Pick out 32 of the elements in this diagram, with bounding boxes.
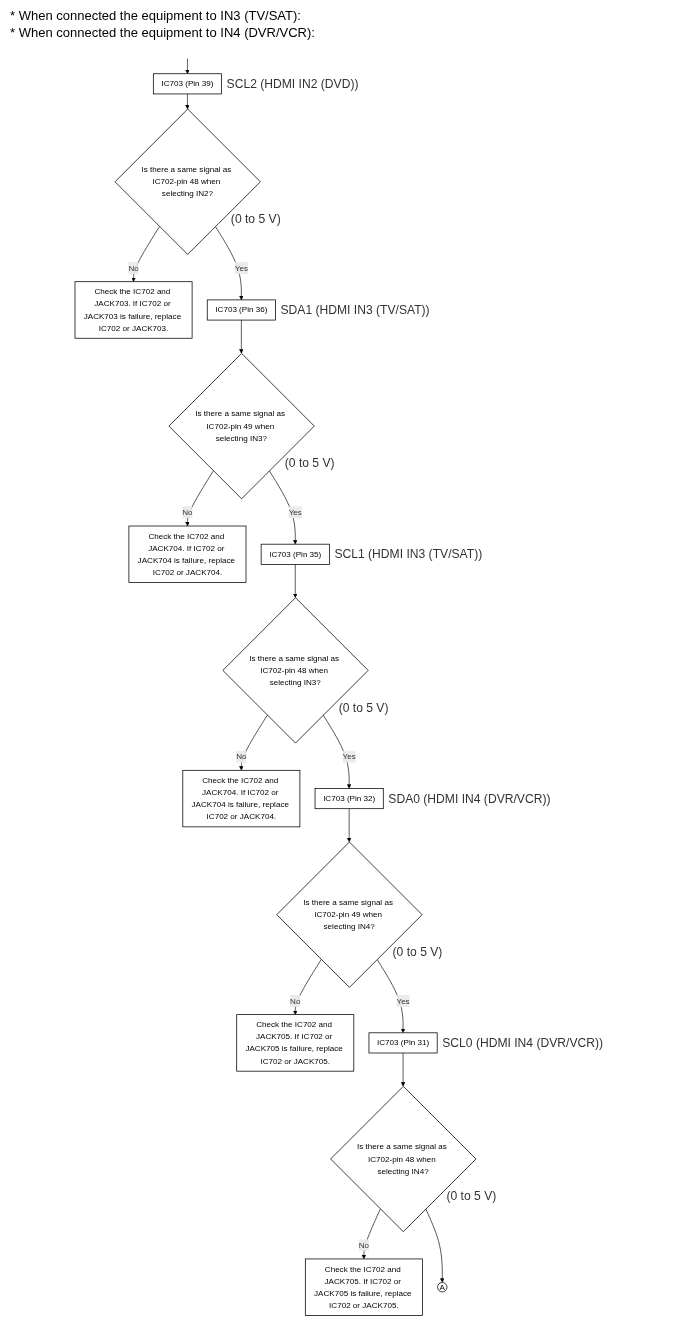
- process-box: IC703 (Pin 31): [368, 1032, 438, 1054]
- edge-label: Yes: [342, 752, 356, 761]
- edge-label: Yes: [396, 996, 410, 1006]
- signal-name: SCL2 (HDMI IN2 (DVD)): [226, 76, 359, 91]
- process-box: IC703 (Pin 35): [260, 543, 330, 565]
- edge-label: No: [128, 263, 139, 273]
- signal-name: SCL0 (HDMI IN4 (DVR/VCR)): [442, 1035, 604, 1050]
- signal-name: SDA1 (HDMI IN3 (TV/SAT)): [280, 303, 430, 317]
- note-text: * When connected the equipment to IN3 (TV/SAT):: [10, 8, 302, 23]
- edge-label: Yes: [288, 507, 302, 517]
- process-box: Check the IC702 and JACK704. If IC702 or JACK704 is failure, replace IC702 or JACK704.: [128, 525, 247, 583]
- process-box: Check the IC702 and JACK705. If IC702 or JACK705 is failure, replace IC702 or JACK705.: [236, 1014, 355, 1072]
- edge-label: No: [290, 996, 301, 1006]
- process-box: Check the IC702 and JACK705. If IC702 or JACK705 is failure, replace IC702 or JACK705.: [304, 1258, 423, 1316]
- voltage-note: (0 to 5 V): [338, 700, 389, 715]
- signal-name: SCL1 (HDMI IN3 (TV/SAT)): [334, 547, 483, 562]
- process-box: IC703 (Pin 32): [314, 788, 384, 810]
- edge-label: Yes: [234, 263, 248, 273]
- voltage-note: (0 to 5 V): [230, 212, 281, 227]
- edge-label: No: [182, 507, 193, 517]
- process-box: IC703 (Pin 39): [152, 73, 222, 95]
- edge-label: No: [358, 1240, 370, 1250]
- voltage-note: (0 to 5 V): [284, 456, 335, 471]
- process-box: IC703 (Pin 36): [206, 299, 276, 321]
- edge-label: No: [236, 752, 247, 761]
- voltage-note: (0 to 5 V): [446, 1189, 497, 1204]
- voltage-note: (0 to 5 V): [392, 945, 443, 960]
- signal-name: SDA0 (HDMI IN4 (DVR/VCR)): [388, 791, 551, 806]
- process-box: Check the IC702 and JACK703. If IC702 or JACK703 is failure, replace IC702 or JACK703.: [74, 281, 193, 339]
- connector-circle: A: [437, 1282, 448, 1293]
- process-box: Check the IC702 and JACK704. If IC702 or JACK704 is failure, replace IC702 or JACK704.: [182, 769, 301, 828]
- note-text: * When connected the equipment to IN4 (DVR/VCR):: [10, 25, 316, 40]
